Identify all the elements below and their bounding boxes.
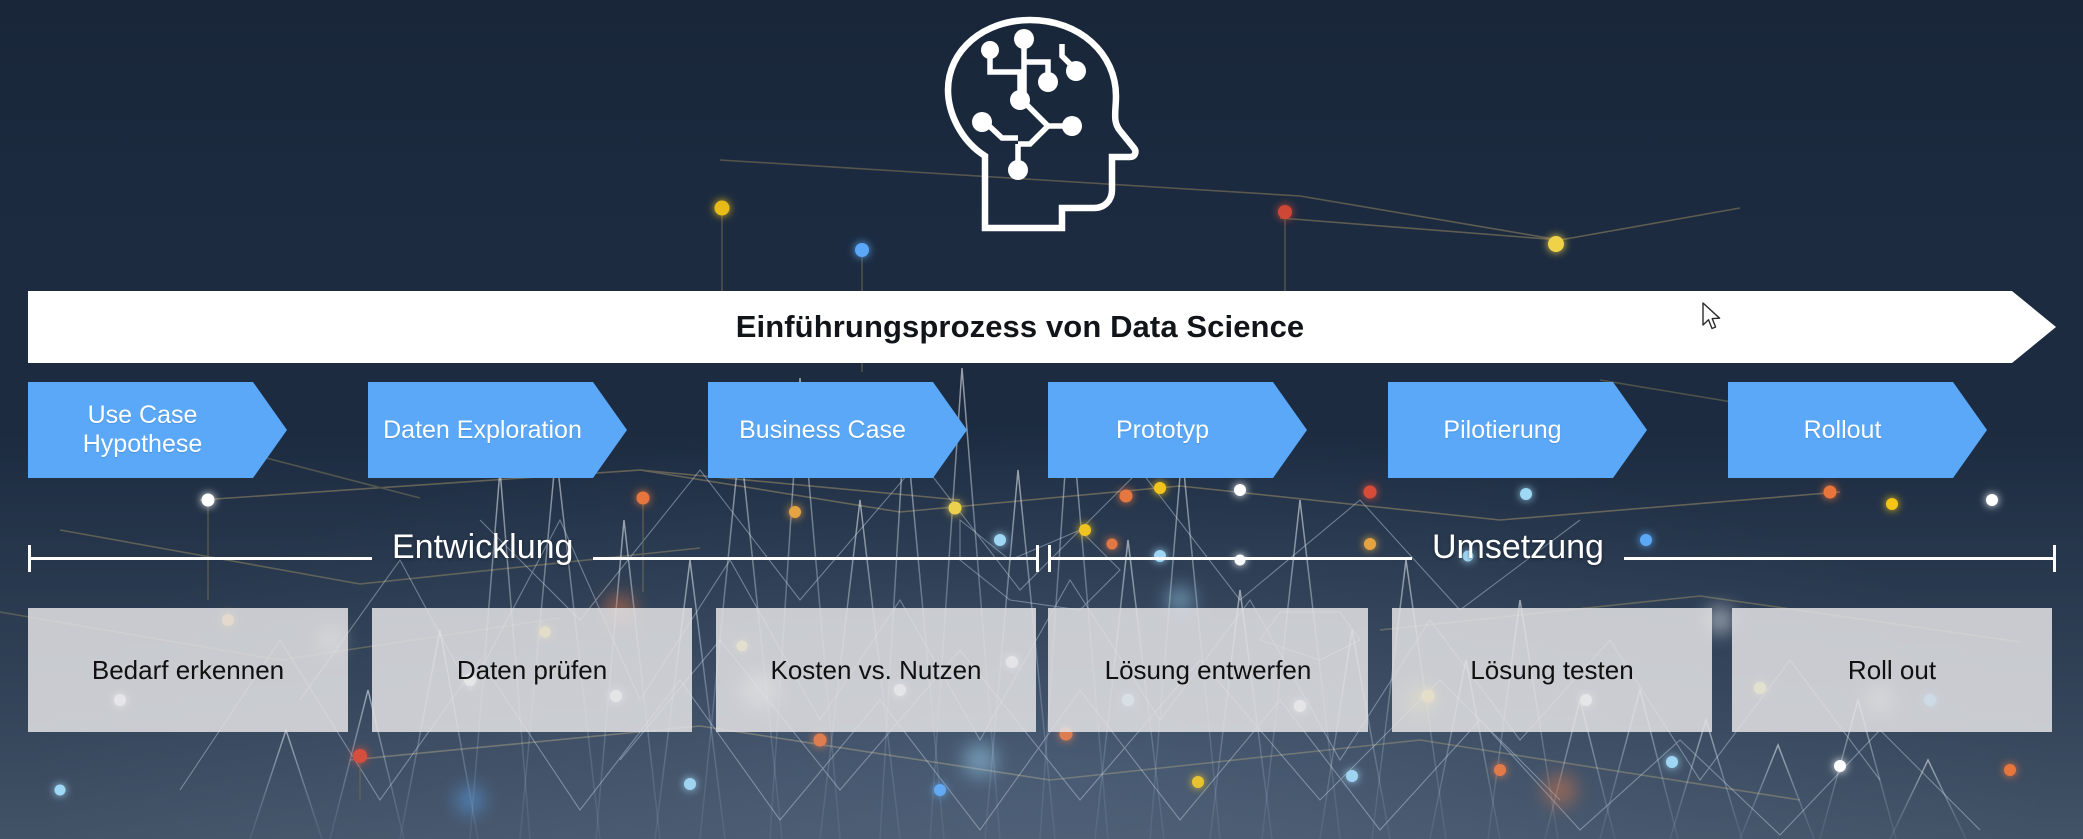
activity-box-bedarf-erkennen[interactable]: Bedarf erkennen <box>28 608 348 732</box>
process-step-pilotierung[interactable]: Pilotierung <box>1388 382 1647 478</box>
activity-label: Lösung entwerfen <box>1104 654 1312 685</box>
activity-box-roll-out[interactable]: Roll out <box>1732 608 2052 732</box>
phase-bracket-line-right-entwicklung <box>593 557 1036 560</box>
process-step-label: Daten Exploration <box>383 415 582 444</box>
phase-bracket-start-cap-entwicklung <box>28 545 31 572</box>
phase-bracket-line-right-umsetzung <box>1623 557 2053 560</box>
activity-label: Roll out <box>1847 654 1937 685</box>
process-step-label: Use Case Hypothese <box>82 401 203 458</box>
phase-bracket-end-cap-umsetzung <box>2053 545 2056 572</box>
process-step-label: Prototyp <box>1115 415 1210 444</box>
activity-row: Bedarf erkennen Daten prüfen Kosten vs. Nu… <box>0 608 2083 732</box>
process-step-prototyp[interactable]: Prototyp <box>1048 382 1307 478</box>
activity-label: Lösung testen <box>1470 654 1634 685</box>
phase-bracket-line-left-entwicklung <box>30 557 372 560</box>
activity-box-loesung-testen[interactable]: Lösung testen <box>1392 608 1712 732</box>
phase-bracket-start-cap-umsetzung <box>1048 545 1051 572</box>
process-step-label: Rollout <box>1803 415 1882 444</box>
activity-box-daten-pruefen[interactable]: Daten prüfen <box>372 608 692 732</box>
phase-label-umsetzung: Umsetzung <box>1432 528 1604 566</box>
activity-box-kosten-vs-nutzen[interactable]: Kosten vs. Nutzen <box>716 608 1036 732</box>
process-step-rollout[interactable]: Rollout <box>1728 382 1987 478</box>
process-step-business-case[interactable]: Business Case <box>708 382 967 478</box>
activity-box-loesung-entwerfen[interactable]: Lösung entwerfen <box>1048 608 1368 732</box>
phase-bracket-line-left-umsetzung <box>1050 557 1412 560</box>
activity-label: Bedarf erkennen <box>91 654 285 685</box>
ai-head-circuit-icon <box>944 16 1139 232</box>
process-step-use-case-hypothese[interactable]: Use Case Hypothese <box>28 382 287 478</box>
activity-label: Daten prüfen <box>456 654 608 685</box>
phase-label-entwicklung: Entwicklung <box>392 528 574 566</box>
process-step-row: Use Case Hypothese Daten Exploration Busin… <box>0 382 2083 478</box>
activity-label: Kosten vs. Nutzen <box>770 654 982 685</box>
process-title-banner: Einführungsprozess von Data Science <box>28 291 2056 363</box>
page-title: Einführungsprozess von Data Science <box>735 309 1305 344</box>
process-step-daten-exploration[interactable]: Daten Exploration <box>368 382 627 478</box>
phase-bracket-end-cap-entwicklung <box>1036 545 1039 572</box>
process-step-label: Pilotierung <box>1443 415 1562 444</box>
phase-bracket-row: Entwicklung Umsetzung <box>0 528 2083 590</box>
process-step-label: Business Case <box>739 415 906 444</box>
